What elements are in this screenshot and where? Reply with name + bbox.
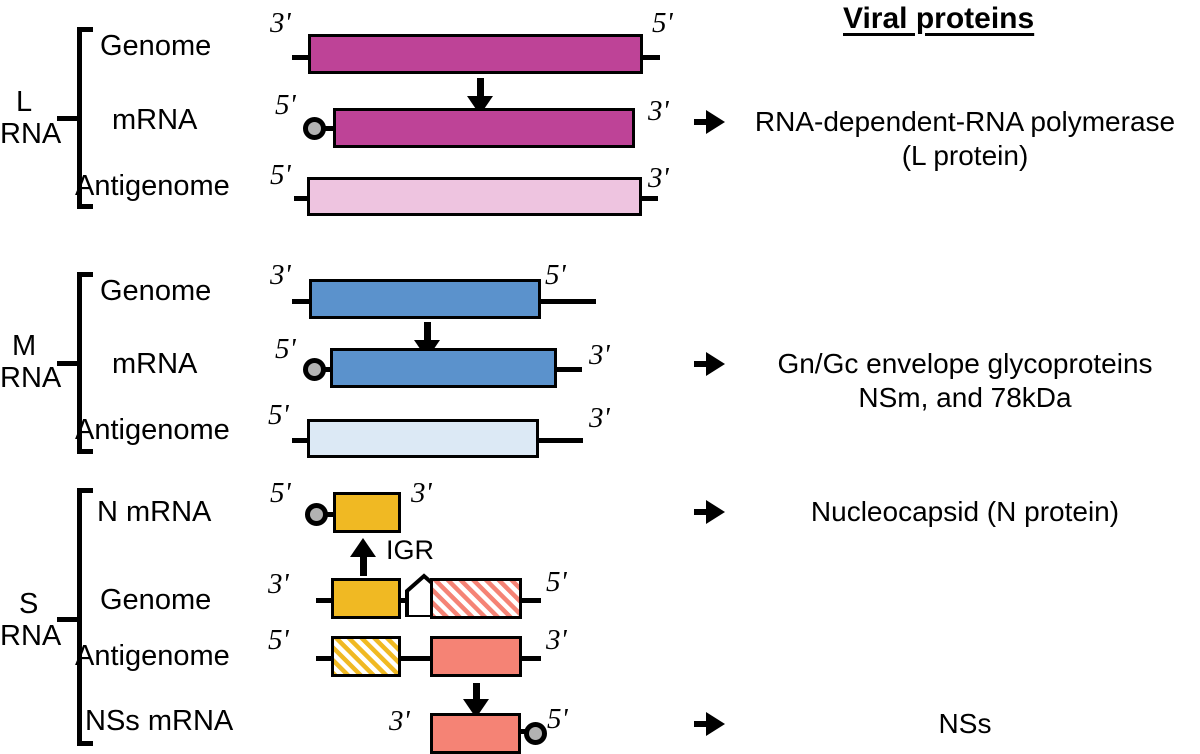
protein-arrow-s-nss-head (706, 712, 725, 736)
rna-line-l-genome-right (638, 55, 660, 60)
rna-line-m-genome-right (538, 299, 596, 304)
rna-line-s-antigenome-left (316, 656, 338, 661)
bracket-m-rna (77, 272, 93, 454)
rna-line-m-genome-left (292, 299, 317, 304)
row-label-l-mrna: mRNA (112, 104, 198, 136)
end-label-l-antigenome-left: 5' (270, 159, 291, 191)
protein-label-s-nss: NSs (938, 708, 992, 739)
end-label-s-n-mrna-right: 3' (411, 477, 432, 509)
rna-line-l-antigenome-left (294, 196, 316, 201)
end-label-l-genome-left: 3' (270, 7, 291, 39)
end-label-s-nss-mrna-left: 3' (389, 705, 410, 737)
mrna-cap-s-nss (524, 722, 547, 745)
row-label-s-genome: Genome (100, 584, 212, 616)
bracket-l-rna (77, 27, 93, 209)
row-label-m-antigenome: Antigenome (75, 414, 230, 446)
end-label-l-mrna-left: 5' (275, 89, 296, 121)
protein-label-m-line1: Gn/Gc envelope glycoproteins (777, 348, 1153, 379)
row-label-s-nss-mrna: NSs mRNA (85, 705, 234, 737)
rna-line-s-genome-right (515, 598, 541, 603)
rna-box-s-n-mrna (333, 492, 401, 533)
segment-label-s-line2: RNA (0, 620, 62, 652)
rna-box-s-genome-n-gene (331, 578, 401, 619)
protein-arrow-m-stem (694, 361, 707, 367)
rna-line-m-antigenome-left (292, 438, 317, 443)
end-label-s-n-mrna-left: 5' (270, 477, 291, 509)
protein-arrow-s-n-stem (694, 509, 707, 515)
rna-line-s-n-mrna-cap (324, 512, 336, 517)
end-label-m-antigenome-right: 3' (589, 402, 610, 434)
rna-box-l-genome (308, 34, 643, 74)
segment-label-m-line1: M (12, 330, 37, 362)
segment-label-l-line1: L (16, 86, 33, 118)
protein-arrow-s-n-head (706, 500, 725, 524)
end-label-s-genome-right: 5' (546, 566, 567, 598)
rna-box-m-genome (309, 279, 541, 319)
row-label-s-antigenome: Antigenome (75, 640, 230, 672)
rna-box-m-mrna (330, 348, 557, 388)
rna-line-m-mrna-right (552, 367, 582, 372)
row-label-l-genome: Genome (100, 30, 212, 62)
end-label-l-antigenome-right: 3' (648, 162, 669, 194)
bracket-tick-l-rna (57, 116, 79, 121)
row-label-l-antigenome: Antigenome (75, 170, 230, 202)
end-label-m-mrna-right: 3' (589, 339, 610, 371)
segment-label-m-line2: RNA (0, 362, 62, 394)
end-label-m-mrna-left: 5' (275, 333, 296, 365)
protein-arrow-s-nss-stem (694, 721, 707, 727)
rna-line-m-mrna-cap (322, 367, 332, 372)
mrna-cap-l (303, 117, 326, 140)
rna-line-l-genome-left (292, 55, 314, 60)
rna-box-m-antigenome (307, 419, 539, 458)
rna-line-s-antigenome-right (515, 656, 541, 661)
protein-arrow-l-head (706, 110, 725, 134)
protein-label-l-line2: (L protein) (901, 140, 1029, 171)
rna-box-l-mrna (333, 108, 635, 148)
end-label-m-genome-right: 5' (545, 259, 566, 291)
row-label-s-n-mrna: N mRNA (97, 496, 212, 528)
bracket-tick-m-rna (57, 361, 79, 366)
igr-arrow-head (350, 538, 376, 557)
protein-arrow-m-head (706, 352, 725, 376)
end-label-s-antigenome-left: 5' (268, 624, 289, 656)
segment-label-l-line2: RNA (0, 118, 62, 150)
rna-box-l-antigenome (307, 177, 642, 216)
transcription-arrow-s-nss-stem (473, 683, 480, 703)
transcription-arrow-m-stem (424, 322, 431, 344)
rna-line-s-genome-left (316, 598, 338, 603)
igr-arrow-stem (360, 552, 367, 576)
rna-box-s-antigenome-nss-gene (430, 636, 522, 677)
segment-label-s-line1: S (19, 588, 39, 620)
rna-line-l-mrna-cap (324, 126, 336, 131)
rna-line-m-antigenome-right (535, 438, 583, 443)
end-label-l-genome-right: 5' (652, 7, 673, 39)
igr-label: IGR (386, 535, 435, 565)
row-label-m-mrna: mRNA (112, 348, 198, 380)
viral-proteins-column-title: Viral proteins (843, 2, 1035, 35)
rna-box-s-genome-nss-gene-hatched (430, 578, 522, 619)
bracket-tick-s-rna (57, 617, 79, 622)
end-label-s-nss-mrna-right: 5' (547, 703, 568, 735)
transcription-arrow-l-stem (477, 78, 484, 100)
end-label-m-genome-left: 3' (270, 259, 291, 291)
protein-label-m-line2: NSm, and 78kDa (858, 382, 1072, 413)
row-label-m-genome: Genome (100, 275, 212, 307)
protein-label-s-n: Nucleocapsid (N protein) (810, 496, 1120, 527)
bracket-s-rna (77, 488, 93, 746)
protein-arrow-l-stem (694, 119, 707, 125)
end-label-s-antigenome-right: 3' (546, 624, 567, 656)
rna-box-s-antigenome-n-gene-hatched (331, 636, 401, 677)
end-label-l-mrna-right: 3' (648, 95, 669, 127)
end-label-m-antigenome-left: 5' (268, 399, 289, 431)
protein-label-l-line1: RNA-dependent-RNA polymerase (754, 106, 1176, 137)
end-label-s-genome-left: 3' (268, 568, 289, 600)
rna-line-l-antigenome-right (636, 196, 658, 201)
rna-line-s-antigenome-mid (397, 656, 433, 661)
rna-box-s-nss-mrna (430, 713, 521, 754)
